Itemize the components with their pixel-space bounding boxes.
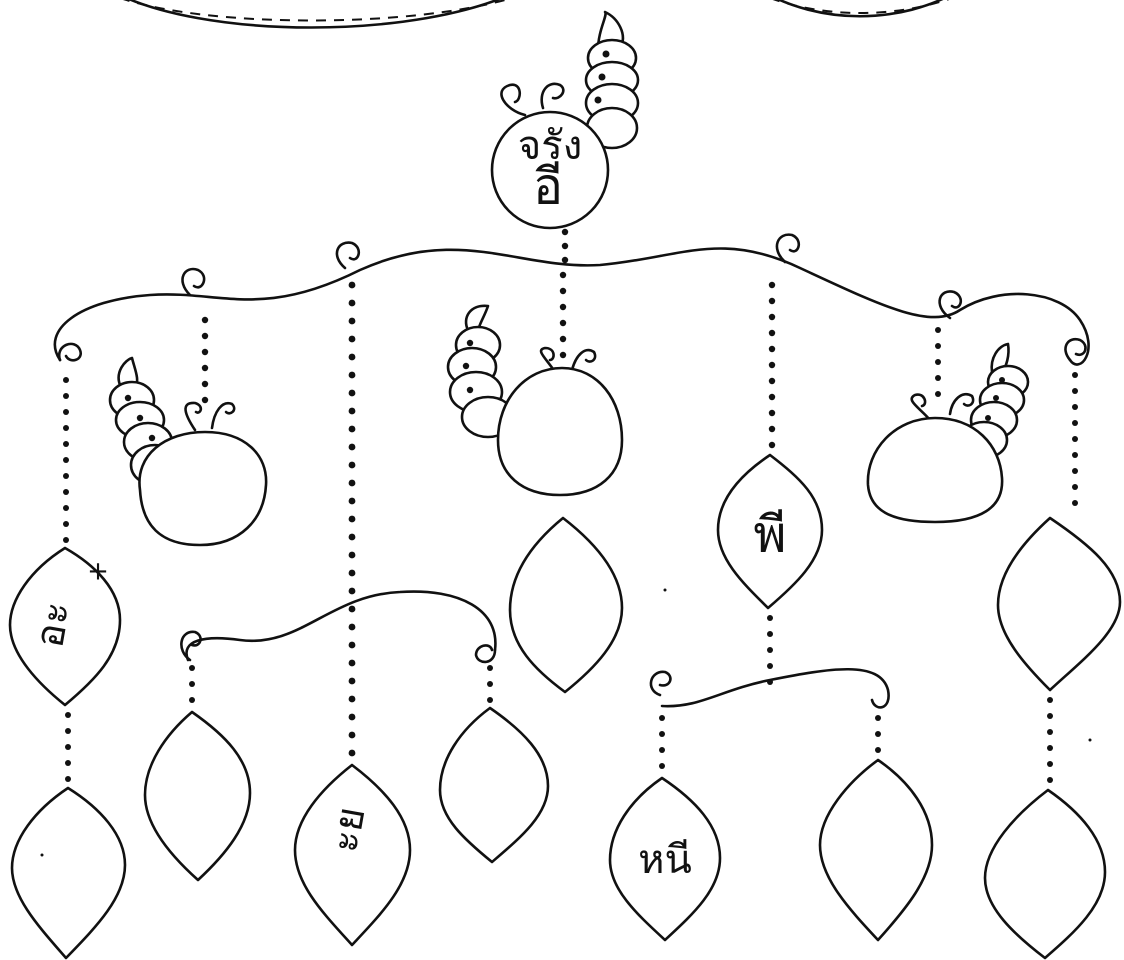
caterpillar-top: จรัง อี — [490, 10, 640, 230]
caterpillar-right-spot — [985, 415, 991, 421]
dotted-string-right-caterpillar — [935, 327, 941, 397]
leaf-right-middle-shape — [716, 453, 824, 610]
dotted-string-long-center — [348, 281, 356, 757]
caterpillar-top-antenna — [540, 82, 565, 110]
leaf-left-label: อะ — [26, 598, 79, 651]
curl — [649, 670, 672, 697]
leaf-left-mark: + — [87, 557, 109, 587]
leaf-bottom-3: ะย — [293, 763, 412, 947]
leaf-bottom-5-label: หนี — [638, 837, 692, 883]
leaf-right-middle: พี — [716, 453, 824, 610]
caterpillar-left-spot — [148, 434, 156, 442]
dotted-string-far-right — [1072, 372, 1078, 506]
leaf-center-shape — [508, 516, 624, 694]
caterpillar-top-spot — [594, 96, 602, 104]
main-bar-curve — [53, 247, 1090, 366]
curl — [180, 630, 202, 662]
leaf-bottom-7-shape — [983, 788, 1107, 960]
curl — [335, 241, 361, 270]
caterpillar-left-spot — [124, 394, 132, 402]
lower-right-bar-curve — [660, 667, 890, 709]
leaf-right-middle-label: พี — [754, 506, 787, 564]
caterpillar-left-antenna — [210, 401, 236, 430]
dotted-string-left-caterpillar — [201, 316, 209, 404]
leaf-bottom-2-shape — [143, 710, 252, 882]
caterpillar-top-head — [490, 110, 610, 230]
caterpillar-center-antenna — [539, 346, 557, 374]
caterpillar-top-antenna — [500, 83, 527, 117]
speck — [663, 588, 667, 592]
leaf-far-right — [996, 516, 1122, 692]
caterpillar-top-tail — [596, 10, 625, 52]
leaf-bottom-2 — [143, 710, 252, 882]
caterpillar-right-head — [866, 416, 1004, 524]
dotted-string-far-left — [63, 377, 69, 543]
caterpillar-left-spot — [136, 414, 144, 422]
leaf-bottom-5: หนี — [608, 776, 722, 942]
caterpillar-right-spot — [999, 377, 1005, 383]
caterpillar-left-head — [138, 430, 268, 547]
curl — [775, 233, 801, 264]
leaf-far-right-shape — [996, 516, 1122, 692]
caterpillar-left-tail — [117, 356, 139, 390]
caterpillar-right-spot — [993, 395, 999, 401]
lower-right-hanger — [649, 667, 890, 769]
dotted-strings-lower — [65, 615, 1053, 783]
top-scallop-left — [128, 0, 501, 29]
leaf-bottom-5-shape — [608, 776, 722, 942]
caterpillar-top-label-line2: อี — [533, 158, 563, 216]
curl-left — [57, 342, 82, 362]
leaf-bottom-7 — [983, 788, 1107, 960]
caterpillar-center-antenna — [570, 348, 597, 372]
lower-left-bar-curve — [185, 590, 497, 662]
caterpillar-right-antenna — [910, 393, 932, 422]
top-scallop-left-stitch — [123, 0, 509, 22]
curl-right — [1064, 337, 1087, 362]
caterpillar-center — [446, 304, 624, 497]
caterpillar-top-spot — [598, 73, 606, 81]
leaf-bottom-1-shape — [10, 786, 127, 960]
caterpillar-left — [108, 356, 268, 547]
top-scallop-right-stitch — [772, 0, 950, 14]
top-border — [123, 0, 950, 29]
caterpillar-center-head — [496, 366, 624, 497]
leaf-bottom-4-shape — [438, 706, 550, 864]
leaf-bottom-3-shape — [293, 763, 412, 947]
leaf-bottom-3-label: ะย — [321, 804, 374, 856]
caterpillar-center-spot — [466, 339, 474, 347]
lower-left-hanger — [180, 590, 497, 703]
leaf-bottom-4 — [438, 706, 550, 864]
leaf-left: อะ + — [8, 546, 122, 707]
main-hanger-bar — [53, 233, 1090, 366]
caterpillar-right — [866, 342, 1030, 524]
dotted-string-right-middle — [768, 281, 776, 449]
leaf-bottom-1 — [10, 786, 127, 960]
caterpillar-left-antenna — [184, 401, 203, 432]
speck — [1088, 738, 1092, 742]
dotted-string — [561, 228, 569, 264]
caterpillar-center-spot — [462, 362, 470, 370]
leaf-left-shape — [8, 546, 122, 707]
caterpillar-center-spot — [466, 386, 474, 394]
leaf-bottom-6 — [818, 758, 934, 942]
leaf-center — [508, 516, 624, 694]
caterpillar-top-label-line1: จรัง — [518, 123, 582, 169]
top-scallop-right — [776, 0, 944, 18]
caterpillar-right-antenna — [948, 393, 975, 416]
caterpillar-top-spot — [602, 50, 610, 58]
dotted-string-center-caterpillar — [559, 271, 567, 359]
speck — [40, 853, 44, 857]
curl — [181, 267, 206, 297]
curl — [474, 644, 497, 664]
dotted-strings — [63, 271, 1078, 757]
leaf-bottom-6-shape — [818, 758, 934, 942]
curl — [938, 290, 963, 320]
